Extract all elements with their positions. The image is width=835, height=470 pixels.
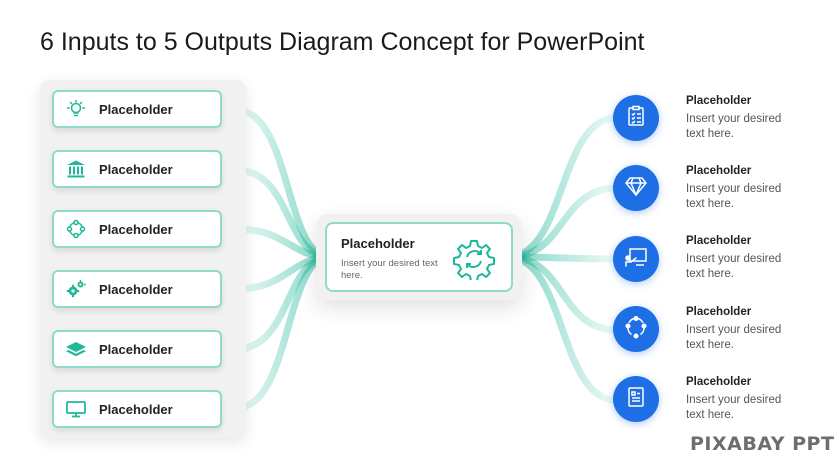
- output-title-3: Placeholder: [686, 235, 752, 247]
- cycle-icon: [65, 218, 87, 240]
- output-icon-circle-4[interactable]: [613, 306, 659, 352]
- output-icon-circle-2[interactable]: [613, 165, 659, 211]
- input-label: Placeholder: [99, 101, 173, 117]
- output-description-1: Insert your desired text here.: [686, 113, 782, 140]
- diamond-icon: [624, 175, 648, 202]
- input-label: Placeholder: [99, 161, 173, 177]
- output-description-3: Insert your desired text here.: [686, 253, 782, 280]
- page-title: 6 Inputs to 5 Outputs Diagram Concept fo…: [40, 28, 645, 56]
- lightbulb-icon: [65, 98, 87, 120]
- input-label: Placeholder: [99, 341, 173, 357]
- document-list-icon: [626, 386, 646, 413]
- monitor-icon: [65, 398, 87, 420]
- input-card-5[interactable]: Placeholder: [52, 330, 222, 368]
- output-icon-circle-1[interactable]: [613, 95, 659, 141]
- output-description-2: Insert your desired text here.: [686, 183, 782, 210]
- center-title: Placeholder: [341, 236, 415, 251]
- output-icon-circle-3[interactable]: [613, 236, 659, 282]
- watermark-logo: PIXABAY PPT: [690, 433, 835, 455]
- output-title-5: Placeholder: [686, 376, 752, 388]
- gears-icon: [65, 278, 87, 300]
- gear-sync-icon: [453, 238, 495, 285]
- center-node[interactable]: Placeholder Insert your desired text her…: [325, 222, 513, 292]
- inputs-panel: Placeholder Placeholder Placeholder: [40, 80, 246, 438]
- user-cycle-icon: [624, 315, 648, 344]
- output-description-5: Insert your desired text here.: [686, 394, 782, 421]
- input-card-4[interactable]: Placeholder: [52, 270, 222, 308]
- presentation-board-icon: [624, 246, 648, 273]
- output-title-1: Placeholder: [686, 95, 752, 107]
- center-description: Insert your desired text here.: [341, 258, 438, 281]
- output-title-2: Placeholder: [686, 165, 752, 177]
- input-label: Placeholder: [99, 401, 173, 417]
- input-card-6[interactable]: Placeholder: [52, 390, 222, 428]
- bank-icon: [65, 158, 87, 180]
- layers-icon: [65, 338, 87, 360]
- input-card-2[interactable]: Placeholder: [52, 150, 222, 188]
- input-card-1[interactable]: Placeholder: [52, 90, 222, 128]
- output-icon-circle-5[interactable]: [613, 376, 659, 422]
- output-title-4: Placeholder: [686, 306, 752, 318]
- input-label: Placeholder: [99, 221, 173, 237]
- clipboard-checklist-icon: [625, 105, 647, 132]
- input-card-3[interactable]: Placeholder: [52, 210, 222, 248]
- output-description-4: Insert your desired text here.: [686, 324, 782, 351]
- input-label: Placeholder: [99, 281, 173, 297]
